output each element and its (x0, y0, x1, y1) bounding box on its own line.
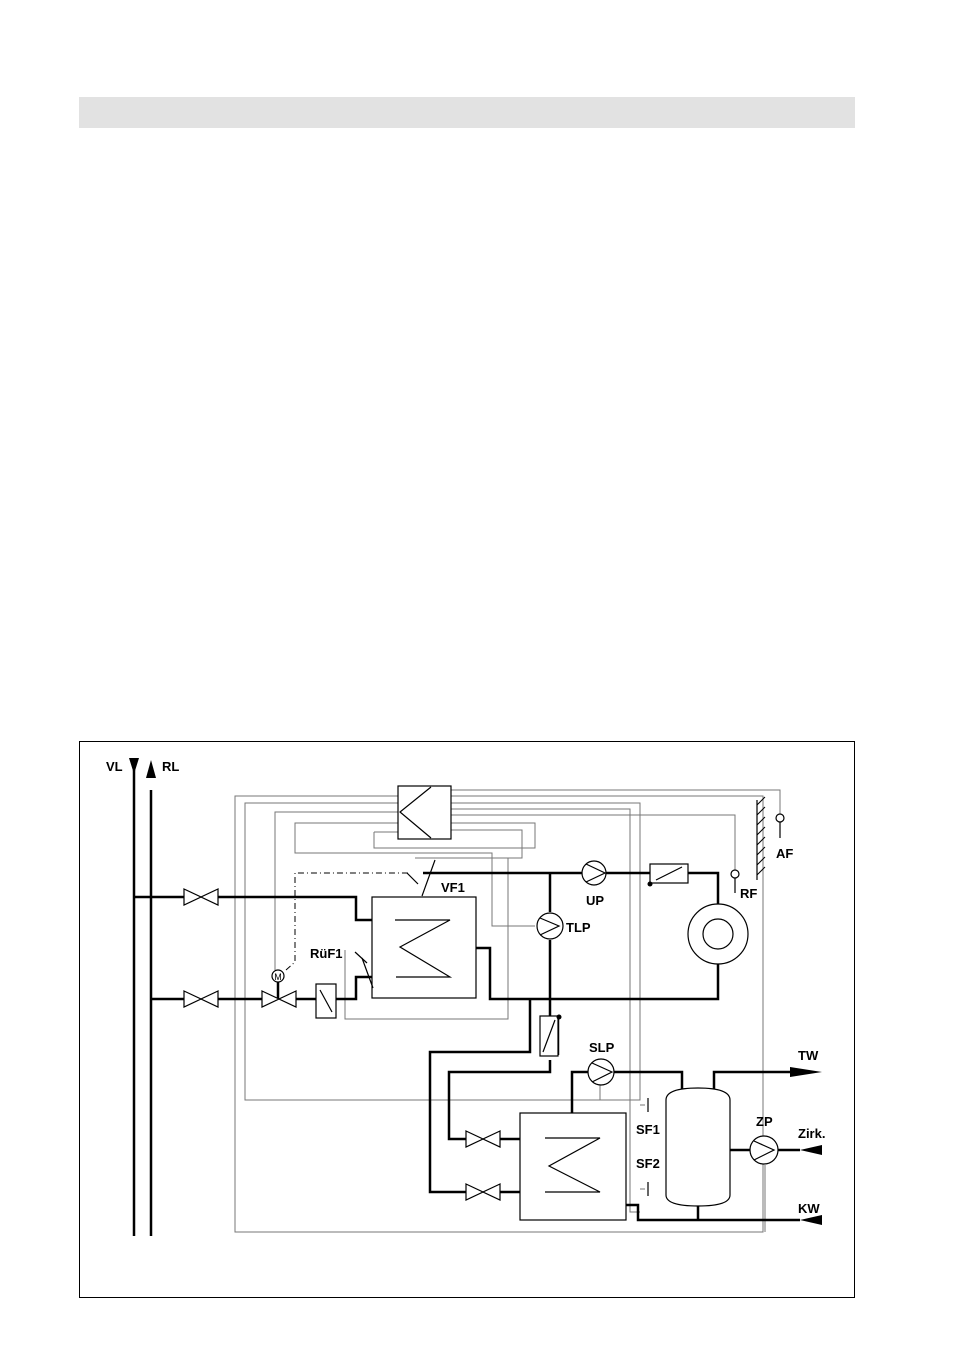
heat-exchanger-icon (372, 897, 476, 998)
zirk-arrow-icon (800, 1145, 822, 1155)
label-sf2: SF2 (636, 1156, 660, 1171)
label-zirk: Zirk. (798, 1126, 825, 1141)
rl-arrow-up (146, 760, 156, 778)
controller-icon (398, 786, 451, 839)
temperature-sensor-icon (407, 860, 435, 896)
pump-icon (537, 913, 563, 939)
label-zp: ZP (756, 1114, 773, 1129)
label-kw: KW (798, 1201, 820, 1216)
strainer-icon (316, 984, 336, 1018)
pump-icon (750, 1136, 778, 1164)
radiator-icon (688, 904, 748, 964)
heat-exchanger-icon (520, 1113, 626, 1220)
storage-tank-icon (648, 1088, 730, 1206)
kw-arrow-icon (800, 1215, 822, 1225)
temperature-sensor-icon (355, 952, 373, 988)
label-rl: RL (162, 759, 179, 774)
label-sf1: SF1 (636, 1122, 660, 1137)
pump-icon (582, 861, 606, 885)
label-ruef1: RüF1 (310, 946, 343, 961)
label-vf1: VF1 (441, 880, 465, 895)
label-rf: RF (740, 886, 757, 901)
vl-arrow-down (129, 758, 139, 774)
svg-text:M: M (274, 972, 282, 982)
label-vl: VL (106, 759, 123, 774)
label-up: UP (586, 893, 604, 908)
shutoff-valve-icon (466, 1184, 500, 1200)
room-sensor-icon (731, 870, 739, 893)
label-tw: TW (798, 1048, 819, 1063)
tw-arrow-icon (790, 1067, 822, 1077)
strainer-icon (540, 1015, 562, 1057)
strainer-icon (648, 864, 689, 887)
label-af: AF (776, 846, 793, 861)
shutoff-valve-icon (184, 991, 218, 1007)
shutoff-valve-icon (466, 1131, 500, 1147)
pump-icon (588, 1059, 614, 1085)
label-slp: SLP (589, 1040, 615, 1055)
shutoff-valve-icon (184, 889, 218, 905)
label-tlp: TLP (566, 920, 591, 935)
